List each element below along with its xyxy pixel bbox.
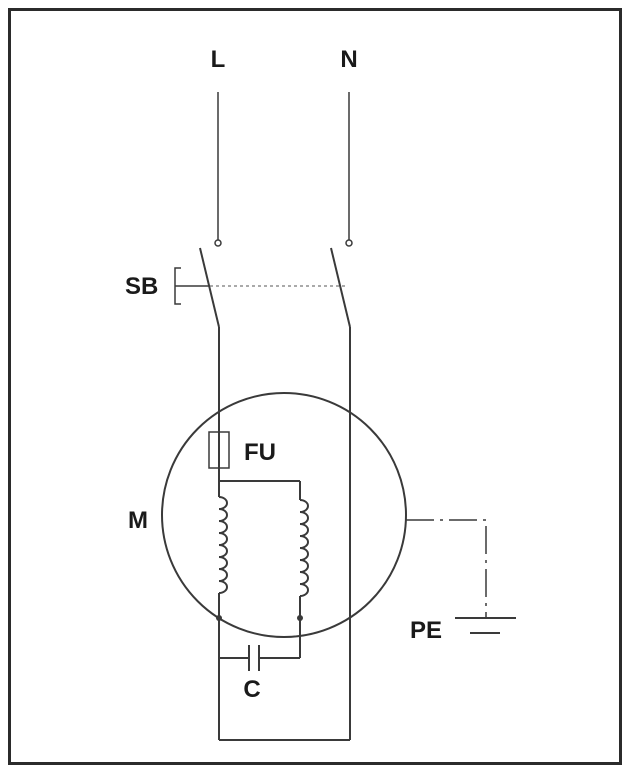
switch-blade-l: [199, 247, 220, 328]
contact-n-top: [345, 239, 353, 247]
label-sb: SB: [125, 273, 158, 300]
label-m: M: [128, 507, 148, 534]
junction-aux: [297, 615, 303, 621]
motor-circle: [161, 392, 407, 638]
label-pe: PE: [410, 617, 442, 644]
main-winding-coil: [218, 496, 228, 594]
junction-main: [216, 615, 222, 621]
label-n: N: [340, 46, 357, 73]
aux-winding-coil: [299, 499, 309, 597]
label-l: L: [211, 46, 226, 73]
label-c: C: [243, 676, 260, 703]
contact-l-top: [214, 239, 222, 247]
switch-blade-n: [330, 247, 351, 328]
diagram-frame: [8, 8, 622, 765]
label-fu: FU: [244, 439, 276, 466]
wire-earth: [406, 519, 487, 617]
